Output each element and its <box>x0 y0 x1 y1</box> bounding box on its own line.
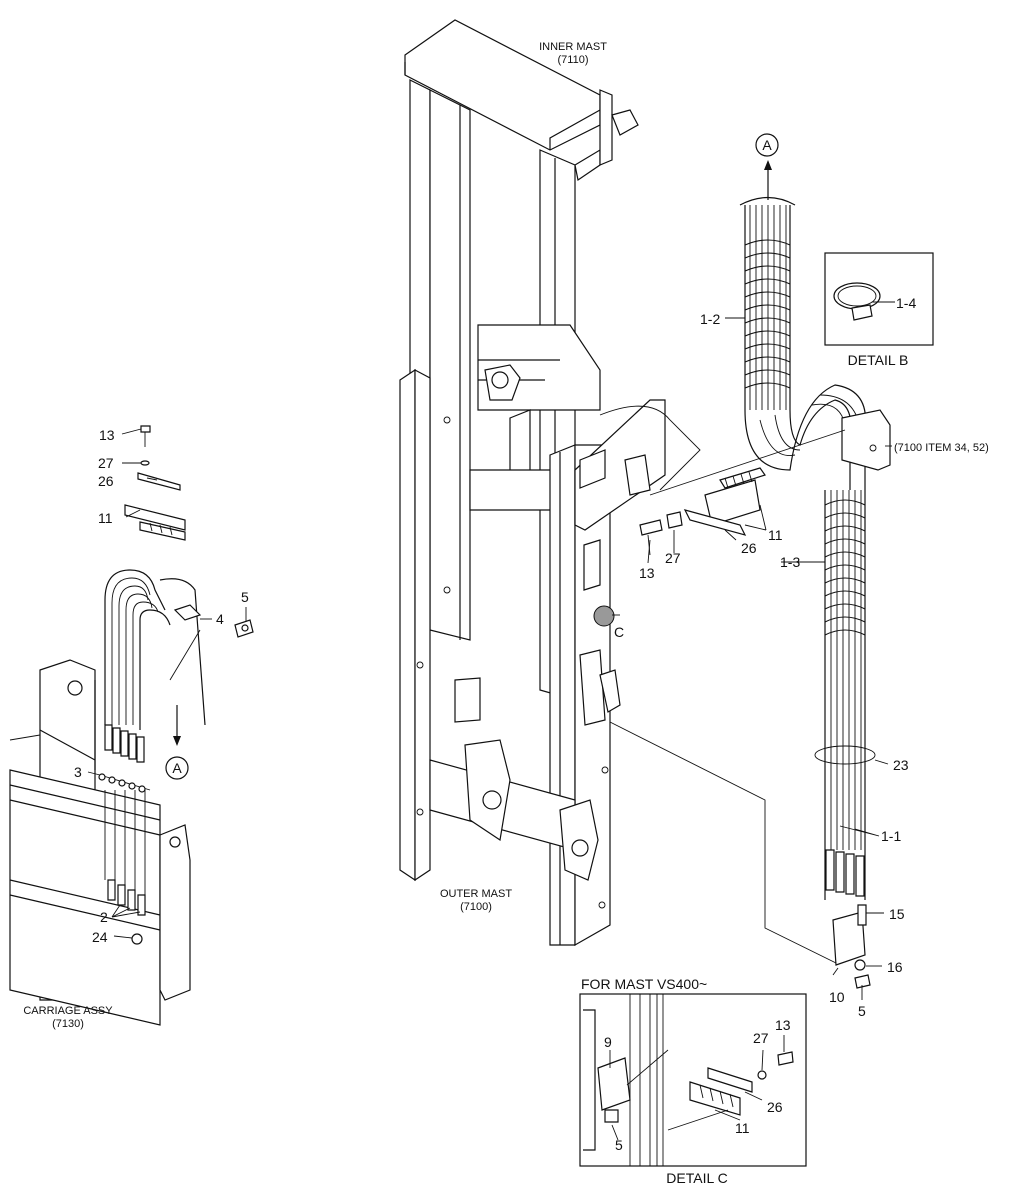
callout-a-left: A <box>172 760 182 776</box>
outer-mast-label: OUTER MAST <box>440 888 512 900</box>
callout-11-left: 11 <box>98 510 113 526</box>
inner-mast-label: INNER MAST <box>539 41 607 53</box>
callout-5-right: 5 <box>858 1003 866 1019</box>
mast-assembly <box>399 19 701 947</box>
callout-2: 2 <box>100 909 108 925</box>
callout-1-4: 1-4 <box>896 295 916 311</box>
callout-4: 4 <box>216 611 224 627</box>
callout-26-detail: 26 <box>767 1099 783 1115</box>
callout-24: 24 <box>92 929 108 945</box>
callout-a-top: A <box>762 137 772 153</box>
detail-b-box <box>824 252 934 346</box>
callout-16: 16 <box>887 959 903 975</box>
carriage-code: (7130) <box>52 1018 84 1030</box>
hose-bundle-right <box>609 160 891 989</box>
callout-11-detail: 11 <box>735 1120 750 1136</box>
callout-c-marker: C <box>614 624 624 640</box>
callout-5-detail: 5 <box>615 1137 623 1153</box>
outer-mast-code: (7100) <box>460 901 492 913</box>
clip-parts-center <box>639 467 766 556</box>
callout-10: 10 <box>829 989 845 1005</box>
inner-mast-code: (7110) <box>558 54 589 66</box>
outer-item-ref: (7100 ITEM 34, 52) <box>894 442 989 454</box>
callout-27-detail: 27 <box>753 1030 769 1046</box>
callout-26-left: 26 <box>98 473 114 489</box>
callout-1-3: 1-3 <box>780 554 800 570</box>
callout-1-2: 1-2 <box>700 311 720 327</box>
callout-23: 23 <box>893 757 909 773</box>
callout-27-left: 27 <box>98 455 114 471</box>
callout-26-center: 26 <box>741 540 757 556</box>
carriage-assembly <box>9 659 191 1026</box>
detail-c-title: DETAIL C <box>666 1170 727 1186</box>
callout-13-detail: 13 <box>775 1017 791 1033</box>
callout-11-center: 11 <box>768 527 783 543</box>
callout-27-center: 27 <box>665 550 681 566</box>
detail-b-title: DETAIL B <box>848 352 909 368</box>
callout-13-center: 13 <box>639 565 655 581</box>
callout-13-left: 13 <box>99 427 115 443</box>
for-mast-label: FOR MAST VS400~ <box>581 976 707 992</box>
hose-bundle-left <box>98 569 206 945</box>
callout-15: 15 <box>889 906 905 922</box>
leader-lines <box>87 301 895 1141</box>
callout-circle-a-top <box>755 133 779 157</box>
detail-c-box <box>579 993 807 1167</box>
callout-1-1: 1-1 <box>881 828 901 844</box>
callout-9: 9 <box>604 1034 612 1050</box>
callout-3: 3 <box>74 764 82 780</box>
callout-5-left: 5 <box>241 589 249 605</box>
clip-parts-left <box>124 425 254 638</box>
callout-circle-a-left <box>165 756 189 780</box>
carriage-label: CARRIAGE ASSY <box>23 1005 113 1017</box>
